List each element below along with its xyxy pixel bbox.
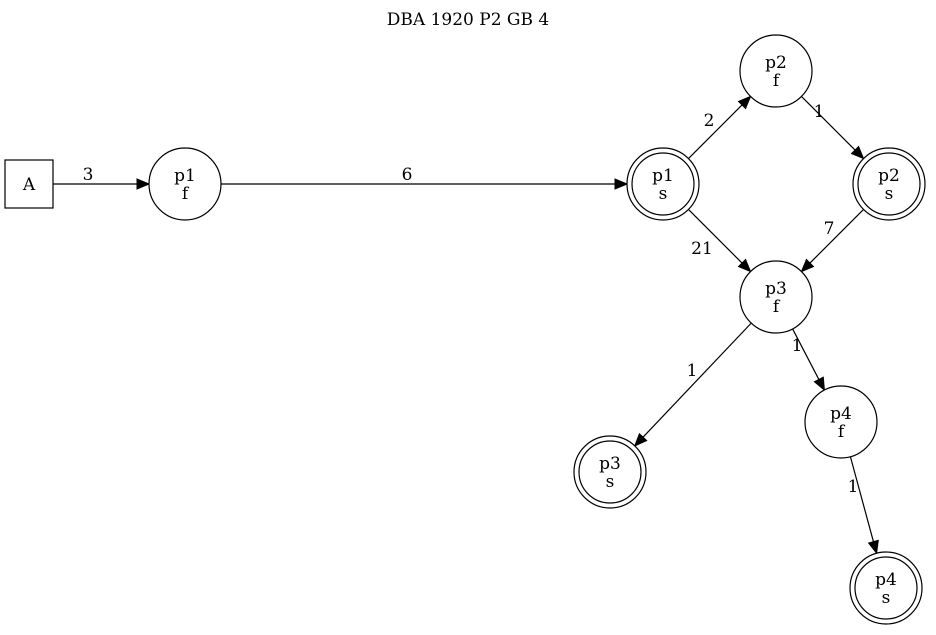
node-p3s: p3s xyxy=(573,435,647,509)
edge-label: 1 xyxy=(814,102,825,122)
edge-label: 7 xyxy=(824,219,835,239)
arrowhead xyxy=(850,145,865,160)
edge-p3f-p4f: 1 xyxy=(792,328,825,392)
edge-p2f-p2s: 1 xyxy=(801,96,865,160)
arrowhead xyxy=(136,178,151,190)
edge-line xyxy=(688,209,743,264)
edge-label: 6 xyxy=(402,165,413,185)
node-p1s: p1s xyxy=(626,147,700,221)
node-label-top: p2 xyxy=(765,53,787,73)
node-p2s: p2s xyxy=(852,147,926,221)
edge-label: 1 xyxy=(792,336,803,356)
edge-p2s-p3f: 7 xyxy=(800,209,864,273)
node-p4f: p4f xyxy=(804,385,878,459)
arrowhead xyxy=(737,258,752,273)
arrowhead xyxy=(800,258,815,273)
edge-line xyxy=(849,456,875,542)
node-label-bottom: f xyxy=(773,297,781,317)
node-label-top: p1 xyxy=(174,166,196,186)
node-label-bottom: s xyxy=(659,184,668,204)
arrowhead xyxy=(813,376,825,392)
edge-label: 2 xyxy=(704,111,715,131)
node-label-top: p3 xyxy=(765,279,787,299)
edge-line xyxy=(642,322,752,438)
node-label-bottom: s xyxy=(882,588,891,608)
node-circle xyxy=(804,385,878,459)
edge-p3f-p3s: 1 xyxy=(633,322,752,447)
node-label: A xyxy=(22,175,36,195)
node-p3f: p3f xyxy=(739,260,813,334)
edge-label: 21 xyxy=(691,239,713,259)
node-circle xyxy=(148,147,222,221)
edge-line xyxy=(792,328,820,380)
node-inner-circle xyxy=(578,440,642,504)
edge-p4f-p4s: 1 xyxy=(848,456,879,555)
node-p1f: p1f xyxy=(148,147,222,221)
arrowhead xyxy=(867,539,879,555)
node-A: A xyxy=(4,159,54,209)
diagram-title: DBA 1920 P2 GB 4 xyxy=(387,10,549,30)
node-label-top: p1 xyxy=(652,166,674,186)
edge-line xyxy=(801,96,856,151)
edge-A-p1f: 3 xyxy=(53,165,151,190)
node-label-bottom: f xyxy=(838,422,846,442)
node-label-bottom: s xyxy=(885,184,894,204)
node-label-bottom: s xyxy=(606,472,615,492)
arrowhead xyxy=(737,95,752,110)
node-label-top: p2 xyxy=(878,166,900,186)
node-circle xyxy=(739,34,813,108)
node-inner-circle xyxy=(631,152,695,216)
node-label-top: p3 xyxy=(599,454,621,474)
edge-label: 1 xyxy=(687,361,698,381)
arrowhead xyxy=(633,432,648,447)
node-label-bottom: f xyxy=(182,184,190,204)
node-p4s: p4s xyxy=(849,551,923,625)
arrowhead xyxy=(614,178,629,190)
edge-line xyxy=(809,209,864,264)
edge-label: 3 xyxy=(83,165,94,185)
node-p2f: p2f xyxy=(739,34,813,108)
node-inner-circle xyxy=(857,152,921,216)
node-label-top: p4 xyxy=(875,570,897,590)
edge-p1f-p1s: 6 xyxy=(221,165,629,190)
edge-p1s-p2f: 2 xyxy=(688,95,752,159)
edge-label: 1 xyxy=(848,477,859,497)
edge-p1s-p3f: 21 xyxy=(688,209,752,273)
node-label-top: p4 xyxy=(830,404,852,424)
node-inner-circle xyxy=(854,556,918,620)
edge-line xyxy=(688,104,743,159)
node-circle xyxy=(739,260,813,334)
node-label-bottom: f xyxy=(773,71,781,91)
node-box xyxy=(4,159,54,209)
